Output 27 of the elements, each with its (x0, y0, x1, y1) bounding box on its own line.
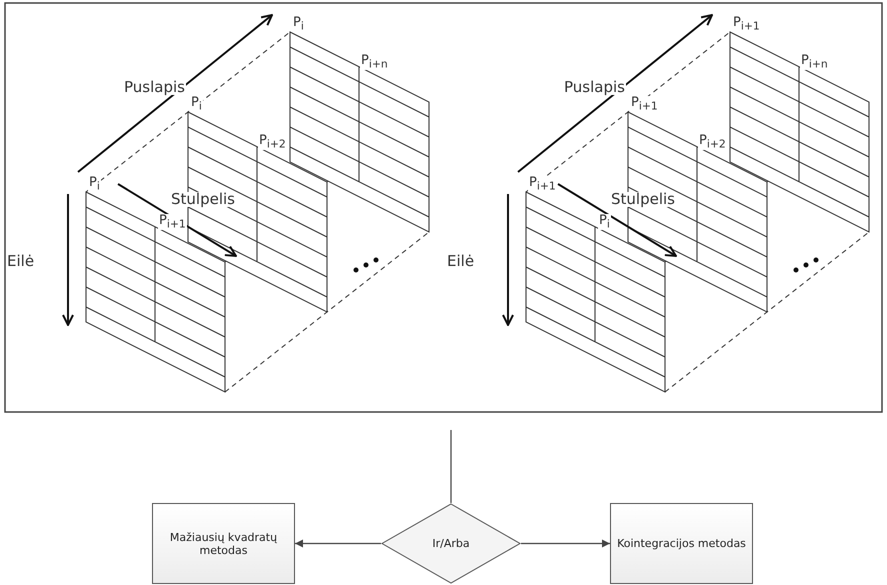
column-label: P$_{i+n}$ (360, 54, 389, 70)
axis-label: Eilė (6, 254, 36, 269)
axis-label: Puslapis (563, 80, 626, 95)
decision-diamond (381, 503, 521, 584)
axis-label: Stulpelis (610, 192, 676, 207)
axis-label: Stulpelis (170, 192, 236, 207)
connector-line (450, 430, 452, 503)
axis-label: Eilė (446, 254, 476, 269)
column-label: P$_{i+2}$ (258, 134, 287, 150)
page-label: P$_{i}$ (190, 96, 203, 112)
node-text: Mažiausių kvadratų metodas (168, 530, 278, 556)
arrow (295, 540, 381, 548)
node-text: Kointegracijos metodas (617, 537, 746, 550)
column-label: P$_{i+2}$ (698, 134, 727, 150)
page-label: P$_{i+1}$ (732, 16, 761, 32)
page-label: P$_{i+1}$ (630, 96, 659, 112)
column-label: P$_{i+1}$ (158, 214, 187, 230)
arrow (521, 540, 610, 548)
process-box (610, 503, 753, 584)
node-text: Ir/Arba (432, 537, 470, 550)
process-box (152, 503, 295, 584)
axis-label: Puslapis (123, 80, 186, 95)
page-label: P$_{i}$ (88, 176, 101, 192)
column-label: P$_{i+n}$ (800, 54, 829, 70)
column-label: P$_{i}$ (598, 214, 611, 230)
page-label: P$_{i}$ (292, 16, 305, 32)
page-label: P$_{i+1}$ (528, 176, 557, 192)
